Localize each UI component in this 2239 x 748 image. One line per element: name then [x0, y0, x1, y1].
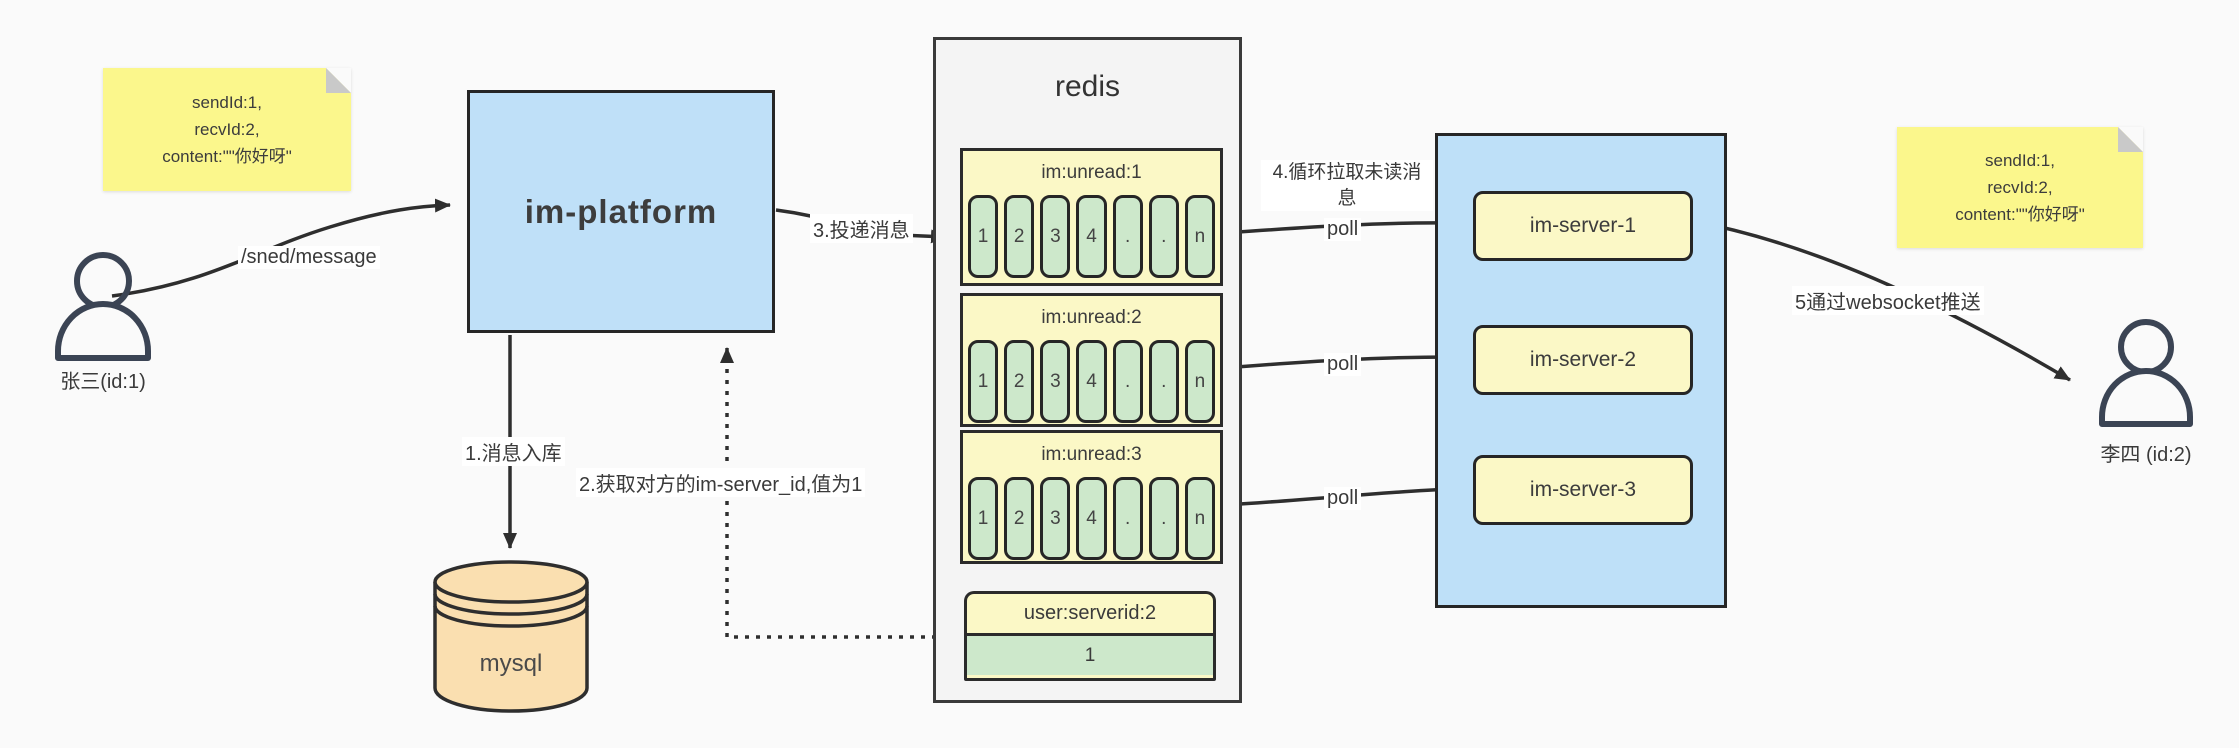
queue-cell: .	[1148, 340, 1179, 423]
sticky-note-line: content:""你好呀"	[162, 147, 292, 167]
queue-cell: 4	[1076, 195, 1107, 278]
edge-label-poll-1: poll	[1324, 218, 1362, 241]
edge-label-step5: 5通过websocket推送	[1792, 286, 1984, 315]
edge-label-send-endpoint: /sned/message	[238, 246, 380, 269]
im-server-label: im-server-2	[1529, 348, 1637, 371]
redis-queue-unread-1: im:unread:1 1 2 3 4 . . n	[960, 148, 1223, 286]
sticky-note-left: sendId:1, recvId:2, content:""你好呀"	[103, 68, 351, 191]
node-im-server-3: im-server-3	[1473, 455, 1693, 525]
queue-cells: 1 2 3 4 . . n	[963, 340, 1220, 423]
node-redis-container: redis im:unread:1 1 2 3 4 . . n im:unrea…	[933, 37, 1242, 703]
redis-queue-unread-2: im:unread:2 1 2 3 4 . . n	[960, 293, 1223, 427]
queue-header: im:unread:1	[1041, 162, 1142, 183]
queue-cell: .	[1148, 477, 1179, 560]
queue-cell: n	[1184, 477, 1215, 560]
sticky-note-line: recvId:2,	[194, 119, 260, 139]
kv-header: user:serverid:2	[967, 594, 1213, 636]
kv-value: 1	[967, 636, 1213, 675]
queue-header: im:unread:2	[1041, 307, 1142, 328]
queue-cell: 1	[968, 195, 999, 278]
im-server-label: im-server-3	[1529, 478, 1637, 501]
redis-title: redis	[1054, 70, 1121, 103]
queue-cell: .	[1112, 195, 1143, 278]
queue-cell: .	[1148, 195, 1179, 278]
sticky-note-right: sendId:1, recvId:2, content:""你好呀"	[1897, 127, 2143, 248]
sticky-note-line: content:""你好呀"	[1955, 205, 2085, 225]
queue-cells: 1 2 3 4 . . n	[963, 477, 1220, 560]
node-im-server-2: im-server-2	[1473, 325, 1693, 395]
queue-cell: 3	[1040, 477, 1071, 560]
edge-label-step4: 4.循环拉取未读消息	[1261, 160, 1433, 212]
sticky-note-line: sendId:1,	[192, 92, 262, 112]
edge-label-poll-2: poll	[1324, 353, 1362, 376]
node-im-platform: im-platform	[467, 90, 775, 333]
queue-cell: 3	[1040, 195, 1071, 278]
sticky-note-line: recvId:2,	[1987, 177, 2053, 197]
edge-label-step1: 1.消息入库	[462, 437, 565, 466]
queue-cell: 2	[1004, 477, 1035, 560]
queue-cell: 2	[1004, 340, 1035, 423]
edge-label-poll-3: poll	[1324, 487, 1362, 510]
user-right-label: 李四 (id:2)	[2100, 444, 2192, 466]
redis-kv-user-serverid: user:serverid:2 1	[964, 591, 1216, 681]
mysql-label: mysql	[479, 650, 543, 677]
im-server-label: im-server-1	[1529, 214, 1637, 237]
queue-cell: 4	[1076, 477, 1107, 560]
queue-cell: 3	[1040, 340, 1071, 423]
redis-queue-unread-3: im:unread:3 1 2 3 4 . . n	[960, 430, 1223, 564]
edge-label-step2: 2.获取对方的im-server_id,值为1	[576, 468, 866, 497]
sticky-note-line: sendId:1,	[1985, 150, 2055, 170]
user-icon-right	[2099, 319, 2193, 427]
queue-cells: 1 2 3 4 . . n	[963, 195, 1220, 278]
queue-cell: .	[1112, 477, 1143, 560]
queue-cell: .	[1112, 340, 1143, 423]
queue-cell: 4	[1076, 340, 1107, 423]
node-im-servers-container: im-server-1 im-server-2 im-server-3	[1435, 133, 1727, 608]
node-im-server-1: im-server-1	[1473, 191, 1693, 261]
user-left-label: 张三(id:1)	[60, 371, 146, 393]
im-platform-label: im-platform	[524, 192, 718, 230]
mysql-database-icon	[433, 560, 589, 713]
queue-cell: 1	[968, 340, 999, 423]
queue-cell: n	[1184, 195, 1215, 278]
user-icon-left	[55, 252, 151, 361]
queue-header: im:unread:3	[1041, 444, 1142, 465]
edge-label-step3: 3.投递消息	[810, 214, 913, 243]
queue-cell: 2	[1004, 195, 1035, 278]
queue-cell: n	[1184, 340, 1215, 423]
queue-cell: 1	[968, 477, 999, 560]
